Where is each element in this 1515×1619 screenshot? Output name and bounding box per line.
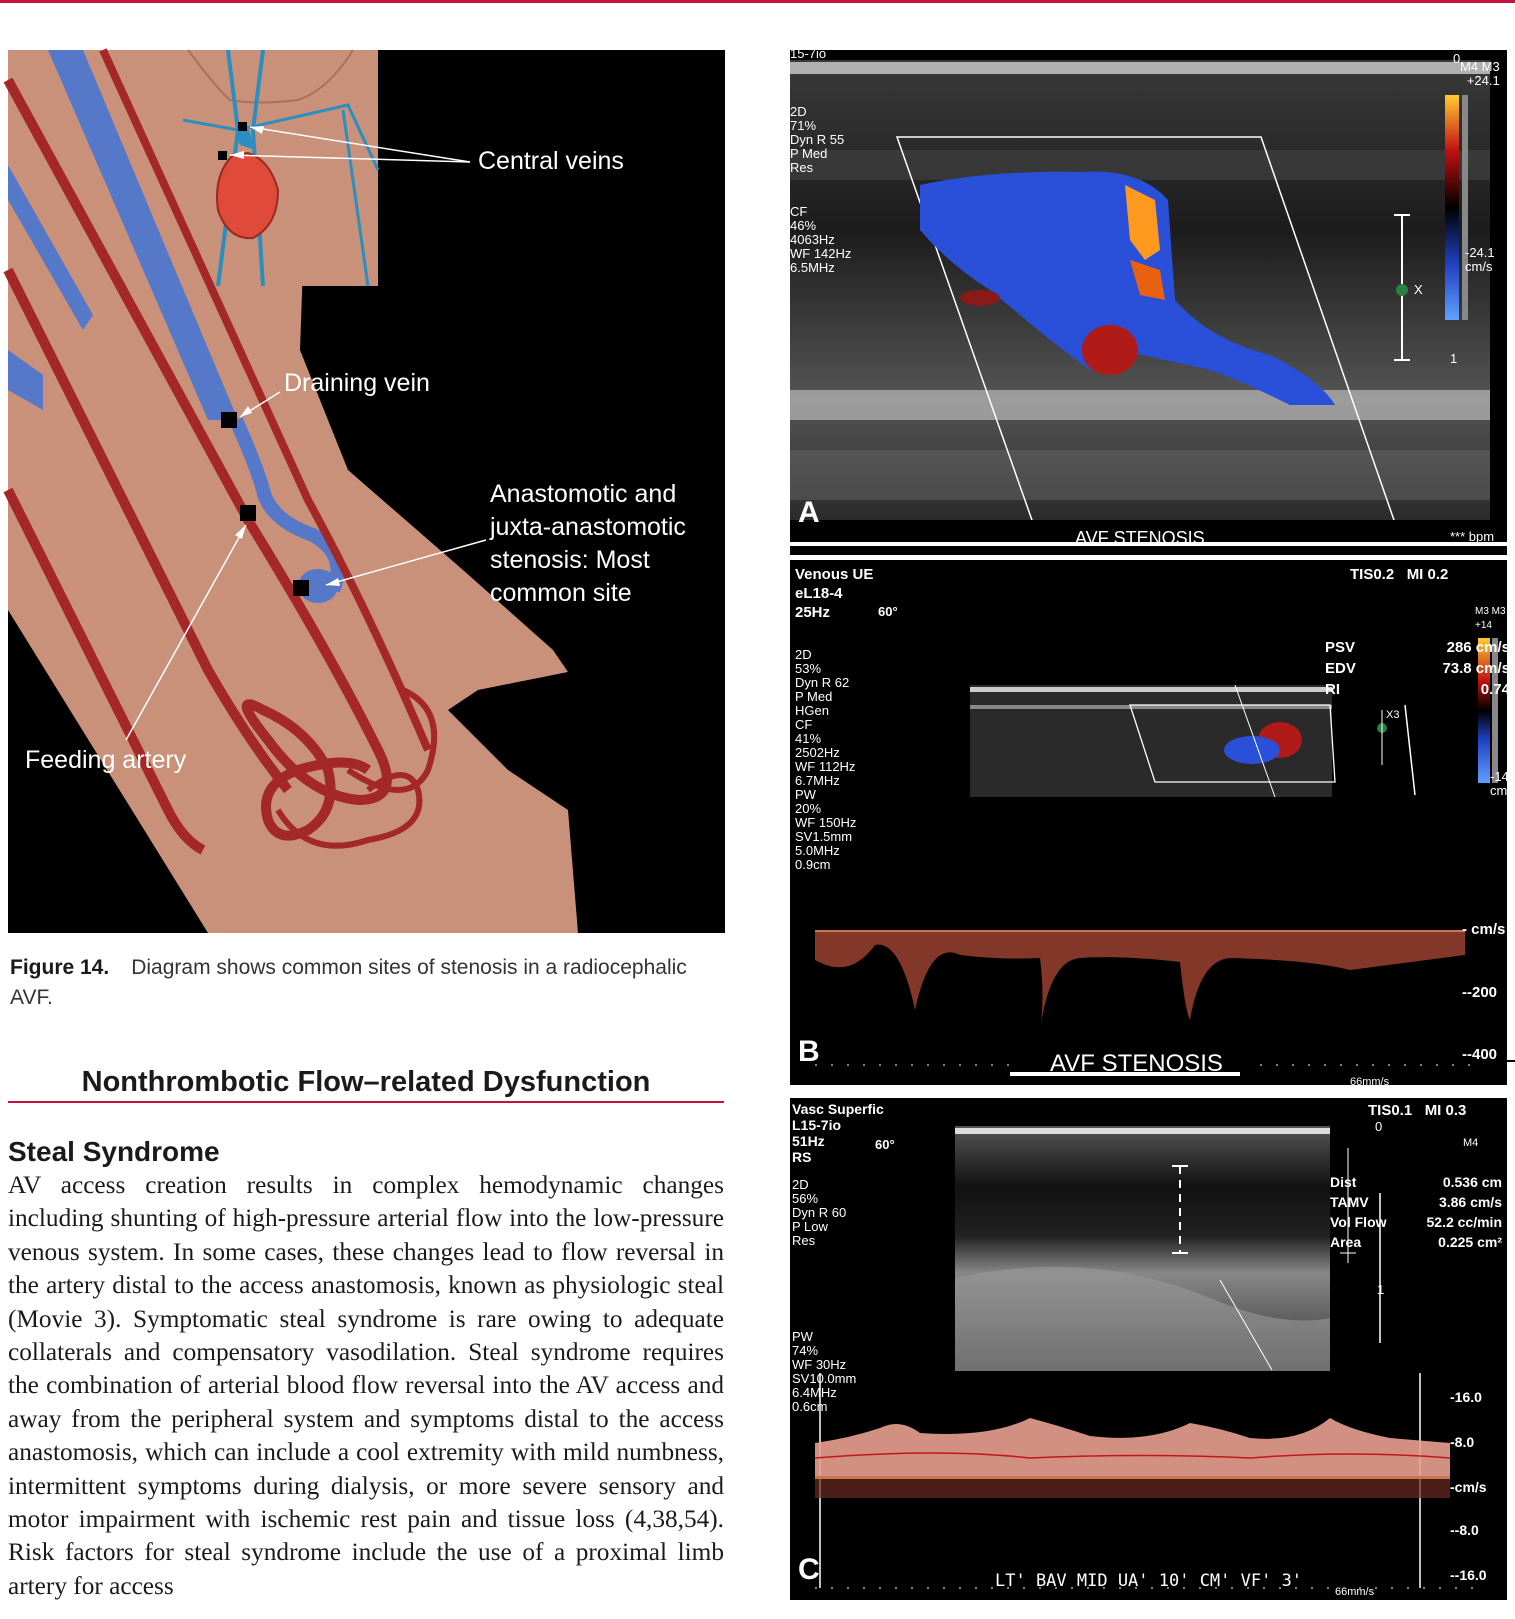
settings-stack: 2D 53% Dyn R 62 P Med HGen CF 41% 2502Hz… bbox=[795, 647, 857, 872]
settings-pw: PW 74% WF 30Hz SV10.0mm 6.4MHz 0.6cm bbox=[792, 1329, 857, 1414]
measurement-box: Dist 0.536 cm TAMV 3.86 cm/s Vol Flow 52… bbox=[1330, 1173, 1502, 1253]
panel-letter: B bbox=[798, 1035, 820, 1068]
color-scale-top: M3 M3 +14 bbox=[1475, 606, 1506, 631]
measurement-value: 73.8 cm/s bbox=[1442, 660, 1510, 677]
measurement-label: PSV bbox=[1325, 639, 1356, 656]
focus-marker: X3 bbox=[1386, 709, 1400, 721]
measurement-row: Dist 0.536 cm bbox=[1330, 1173, 1502, 1193]
feeding-artery bbox=[3, 77, 392, 841]
measurement-row: RI 0.74 bbox=[1325, 680, 1510, 701]
angle-label: 60° bbox=[875, 1137, 895, 1152]
measurement-row: Area 0.225 cm² bbox=[1330, 1233, 1502, 1253]
figure-caption: Figure 14.Diagram shows common sites of … bbox=[10, 953, 720, 1013]
angle-label: 60° bbox=[878, 604, 898, 619]
sweep-speed: 66mm/s bbox=[1335, 1586, 1375, 1598]
measurement-label: Area bbox=[1330, 1234, 1362, 1250]
measurement-value: 52.2 cc/min bbox=[1426, 1214, 1503, 1230]
spectral-waveform bbox=[815, 932, 1465, 1030]
measurement-value: 0.225 cm² bbox=[1438, 1234, 1502, 1250]
body-paragraph: AV access creation results in complex he… bbox=[8, 1171, 724, 1600]
measurement-box: PSV 286 cm/s EDV 73.8 cm/s RI 0.74 bbox=[1325, 638, 1510, 701]
measurement-value: 286 cm/s bbox=[1446, 639, 1510, 656]
figure-caption-text: Diagram shows common sites of stenosis i… bbox=[10, 956, 687, 1009]
measurement-row: PSV 286 cm/s bbox=[1325, 638, 1510, 659]
panel-caption: AVF STENOSIS bbox=[1075, 528, 1205, 548]
focus-marker: X bbox=[1414, 282, 1423, 297]
velocity-axis-label: -cm/s bbox=[1450, 1479, 1487, 1495]
header-right: TIS0.1 MI 0.3 bbox=[1368, 1102, 1467, 1119]
sweep-speed: 66mm/s bbox=[1350, 1076, 1390, 1088]
label-feeding-artery: Feeding artery bbox=[25, 746, 187, 774]
depth-one: 1 bbox=[1450, 351, 1458, 366]
settings-2d: 2D 71% Dyn R 55 P Med Res bbox=[790, 104, 845, 175]
measurement-label: Vol Flow bbox=[1330, 1214, 1387, 1230]
measurement-row: TAMV 3.86 cm/s bbox=[1330, 1193, 1502, 1213]
probe-label: 15-7io bbox=[790, 46, 827, 61]
measurement-row: EDV 73.8 cm/s bbox=[1325, 659, 1510, 680]
measurement-row: Vol Flow 52.2 cc/min bbox=[1330, 1213, 1502, 1233]
velocity-axis-label: --200 bbox=[1462, 984, 1498, 1001]
velocity-axis-label: -8.0 bbox=[1450, 1434, 1475, 1450]
ultrasound-panel-b: Venous UE eL18-4 25Hz 60° TIS0.2 MI 0.2 … bbox=[790, 560, 1515, 1088]
color-scale-bottom: -24.1 cm/s bbox=[1465, 245, 1495, 274]
color-flow-vessel bbox=[920, 171, 1335, 405]
velocity-axis-label: --400 bbox=[1462, 1046, 1498, 1063]
heart bbox=[216, 151, 280, 240]
measurement-label: Dist bbox=[1330, 1174, 1357, 1190]
header-left: Venous UE eL18-4 25Hz bbox=[795, 566, 874, 621]
measurement-value: 0.74 bbox=[1480, 681, 1510, 698]
depth-zero: 0 bbox=[1375, 1119, 1383, 1134]
avf-diagram: Central veins Draining vein Anastomotic … bbox=[3, 48, 725, 933]
ultrasound-panel-c: Vasc Superfic L15-7io 51Hz RS 60° TIS0.1… bbox=[790, 1098, 1507, 1600]
ultrasound-panel-a: 15-7io 2D 71% Dyn R 55 P Med Res CF 46% … bbox=[790, 46, 1507, 555]
section-rule bbox=[8, 1101, 724, 1103]
measurement-label: TAMV bbox=[1330, 1194, 1369, 1210]
panel-letter: A bbox=[798, 496, 820, 529]
depth-zero: 0 bbox=[1453, 51, 1461, 66]
label-anastomotic-stenosis: Anastomotic and juxta-anastomotic stenos… bbox=[490, 480, 686, 607]
measurement-label: EDV bbox=[1325, 660, 1356, 677]
velocity-axis-label: --8.0 bbox=[1450, 1522, 1479, 1538]
measurement-label: RI bbox=[1325, 681, 1340, 698]
panel-caption: LT' BAV MID UA' 10' CM' VF' 3' bbox=[995, 1571, 1303, 1591]
bpm-readout: *** bpm bbox=[1450, 529, 1495, 544]
velocity-axis-label: - cm/s bbox=[1462, 921, 1506, 938]
depth-one: 1 bbox=[1377, 1282, 1385, 1297]
velocity-axis-label: -16.0 bbox=[1450, 1389, 1482, 1405]
measurement-value: 3.86 cm/s bbox=[1438, 1194, 1502, 1210]
color-scale-label: M4 bbox=[1463, 1137, 1479, 1149]
header-right: TIS0.2 MI 0.2 bbox=[1350, 566, 1449, 583]
velocity-axis-label: --16.0 bbox=[1450, 1567, 1487, 1583]
settings-2d: 2D 56% Dyn R 60 P Low Res bbox=[792, 1177, 847, 1248]
settings-cf: CF 46% 4063Hz WF 142Hz 6.5MHz bbox=[790, 204, 852, 275]
label-central-veins: Central veins bbox=[478, 147, 624, 175]
measurement-value: 0.536 cm bbox=[1442, 1174, 1502, 1190]
panel-caption: AVF STENOSIS bbox=[1050, 1050, 1223, 1077]
section-title: Nonthrombotic Flow–related Dysfunction bbox=[81, 1066, 651, 1098]
figure-label: Figure 14. bbox=[10, 956, 110, 979]
header-rule bbox=[0, 0, 1515, 3]
header-left: Vasc Superfic L15-7io 51Hz RS bbox=[792, 1101, 884, 1165]
label-draining-vein: Draining vein bbox=[284, 369, 430, 397]
arm-illustration bbox=[3, 48, 578, 933]
spectral-waveform bbox=[815, 1418, 1450, 1478]
subsection-title: Steal Syndrome bbox=[8, 1136, 220, 1167]
color-scale-top: M4 M3 +24.1 bbox=[1460, 59, 1500, 88]
panel-letter: C bbox=[798, 1553, 820, 1586]
color-scale-bottom: -14 cm bbox=[1490, 769, 1509, 798]
